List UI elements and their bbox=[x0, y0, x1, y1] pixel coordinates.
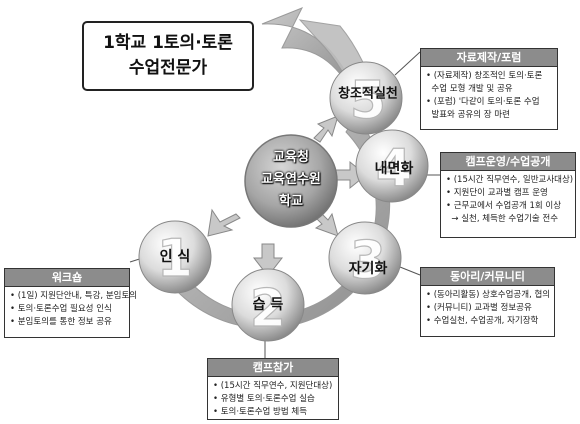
stage-number-4: 4 bbox=[376, 139, 412, 199]
stage-label-2: 습 득 bbox=[252, 297, 284, 313]
panel-campops: 캠프운영/수업공개 • (15시간 직무연수, 일반교사대상) • 지원단이 교… bbox=[440, 152, 576, 238]
panel-materials: 자료제작/포럼 • (자료제작) 창조적인 토의·토론 수업 모형 개발 및 공… bbox=[420, 48, 558, 130]
panel-camp-item: • 유형별 토의·토론수업 실습 bbox=[213, 394, 315, 404]
stage-label-4: 내면화 bbox=[374, 161, 414, 177]
panel-campops-item: → 실천, 체득한 수업기술 전수 bbox=[451, 214, 559, 224]
stage-number-2: 2 bbox=[250, 279, 286, 339]
center-line-2: 교육연수원 bbox=[261, 172, 321, 187]
panel-campops-item: • (15시간 직무연수, 일반교사대상) bbox=[446, 175, 574, 185]
panel-community-title: 동아리/커뮤니티 bbox=[421, 268, 554, 286]
panel-community-item: • 수업실천, 수업공개, 자기장학 bbox=[426, 316, 539, 326]
stage-ball-3 bbox=[328, 221, 402, 295]
panel-materials-item: • (자료제작) 창조적인 토의·토론 bbox=[426, 71, 543, 81]
stage-ball-5 bbox=[329, 61, 403, 135]
panel-camp: 캠프참가 • (15시간 직무연수, 지원단대상) • 유형별 토의·토론수업 … bbox=[207, 358, 339, 420]
stage-label-1: 인 식 bbox=[159, 249, 191, 265]
panel-campops-title: 캠프운영/수업공개 bbox=[441, 153, 575, 171]
panel-community: 동아리/커뮤니티 • (동아리활동) 상호수업공개, 협의 • (커뮤니티) 교… bbox=[420, 267, 555, 337]
title-line-2: 수업전문가 bbox=[128, 58, 208, 78]
panel-campops-item: • 근무교에서 수업공개 1회 이상 bbox=[446, 201, 562, 211]
stage-ball-1 bbox=[138, 220, 212, 294]
panel-workshop-item: • (1일) 지원단안내, 특강, 분임토의 bbox=[10, 291, 138, 301]
stage-label-5: 창조적실천 bbox=[338, 86, 398, 102]
stage-number-3: 3 bbox=[350, 231, 386, 291]
stage-ball-2 bbox=[231, 268, 305, 342]
center-line-3: 학교 bbox=[279, 194, 303, 209]
panel-campops-item: • 지원단이 교과별 캠프 운영 bbox=[446, 188, 548, 198]
panel-workshop-item: • 분임토의를 통한 정보 공유 bbox=[10, 317, 112, 327]
panel-camp-title: 캠프참가 bbox=[208, 359, 338, 377]
stage-number-5: 5 bbox=[350, 71, 386, 131]
panel-workshop-title: 워크숍 bbox=[5, 269, 129, 287]
panel-materials-item: 수업 모형 개발 및 공유 bbox=[431, 84, 513, 94]
title-line-1: 1학교 1토의·토론 bbox=[103, 33, 233, 53]
panel-materials-item: • (포럼) '다같이 토의·토론 수업 bbox=[426, 97, 540, 107]
panel-workshop-item: • 토의·토론수업 필요성 인식 bbox=[10, 304, 112, 314]
panel-materials-title: 자료제작/포럼 bbox=[421, 49, 557, 67]
center-line-1: 교육청 bbox=[273, 150, 309, 165]
panel-camp-item: • 토의·토론수업 방법 체득 bbox=[213, 407, 308, 417]
panel-camp-item: • (15시간 직무연수, 지원단대상) bbox=[213, 381, 333, 391]
panel-community-item: • (동아리활동) 상호수업공개, 협의 bbox=[426, 290, 551, 300]
center-circle bbox=[244, 134, 338, 228]
stage-label-3: 자기화 bbox=[348, 261, 388, 277]
panel-workshop: 워크숍 • (1일) 지원단안내, 특강, 분임토의 • 토의·토론수업 필요성… bbox=[4, 268, 138, 338]
center-label: 교육청 교육연수원 학교 bbox=[261, 147, 321, 213]
panel-materials-item: 발표와 공유의 장 마련 bbox=[431, 110, 510, 120]
stage-number-1: 1 bbox=[157, 229, 193, 289]
stage-ball-4 bbox=[355, 129, 429, 203]
panel-community-item: • (커뮤니티) 교과별 정보공유 bbox=[426, 303, 532, 313]
title-box: 1학교 1토의·토론 수업전문가 bbox=[82, 21, 254, 91]
stage-balls bbox=[138, 61, 429, 342]
